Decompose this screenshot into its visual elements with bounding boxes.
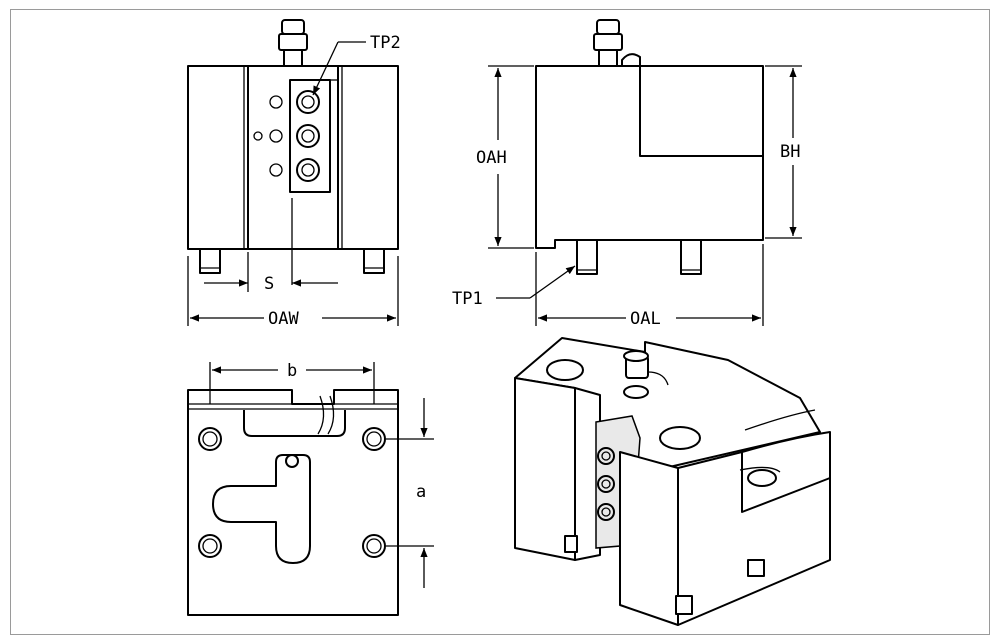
s-label: S xyxy=(264,274,274,294)
front-view xyxy=(187,19,399,285)
tp2-callout: TP2 xyxy=(312,33,401,96)
tp1-callout: TP1 xyxy=(452,265,576,309)
oal-dimension: OAL xyxy=(535,244,764,329)
a-label: a xyxy=(416,482,426,502)
s-dimension: S xyxy=(204,252,338,294)
b-dimension: b xyxy=(209,361,375,404)
b-label: b xyxy=(287,361,297,381)
isometric-view xyxy=(514,337,831,626)
bh-label: BH xyxy=(780,142,800,162)
tp2-label: TP2 xyxy=(370,33,401,53)
oah-label: OAH xyxy=(476,148,507,168)
tp1-label: TP1 xyxy=(452,289,483,309)
side-view xyxy=(535,19,764,275)
oaw-label: OAW xyxy=(268,309,299,329)
bh-dimension: BH xyxy=(765,65,802,239)
oal-label: OAL xyxy=(630,309,661,329)
oah-dimension: OAH xyxy=(476,65,534,249)
oaw-dimension: OAW xyxy=(187,256,399,329)
bottom-view xyxy=(187,389,399,616)
a-dimension: a xyxy=(386,398,434,588)
